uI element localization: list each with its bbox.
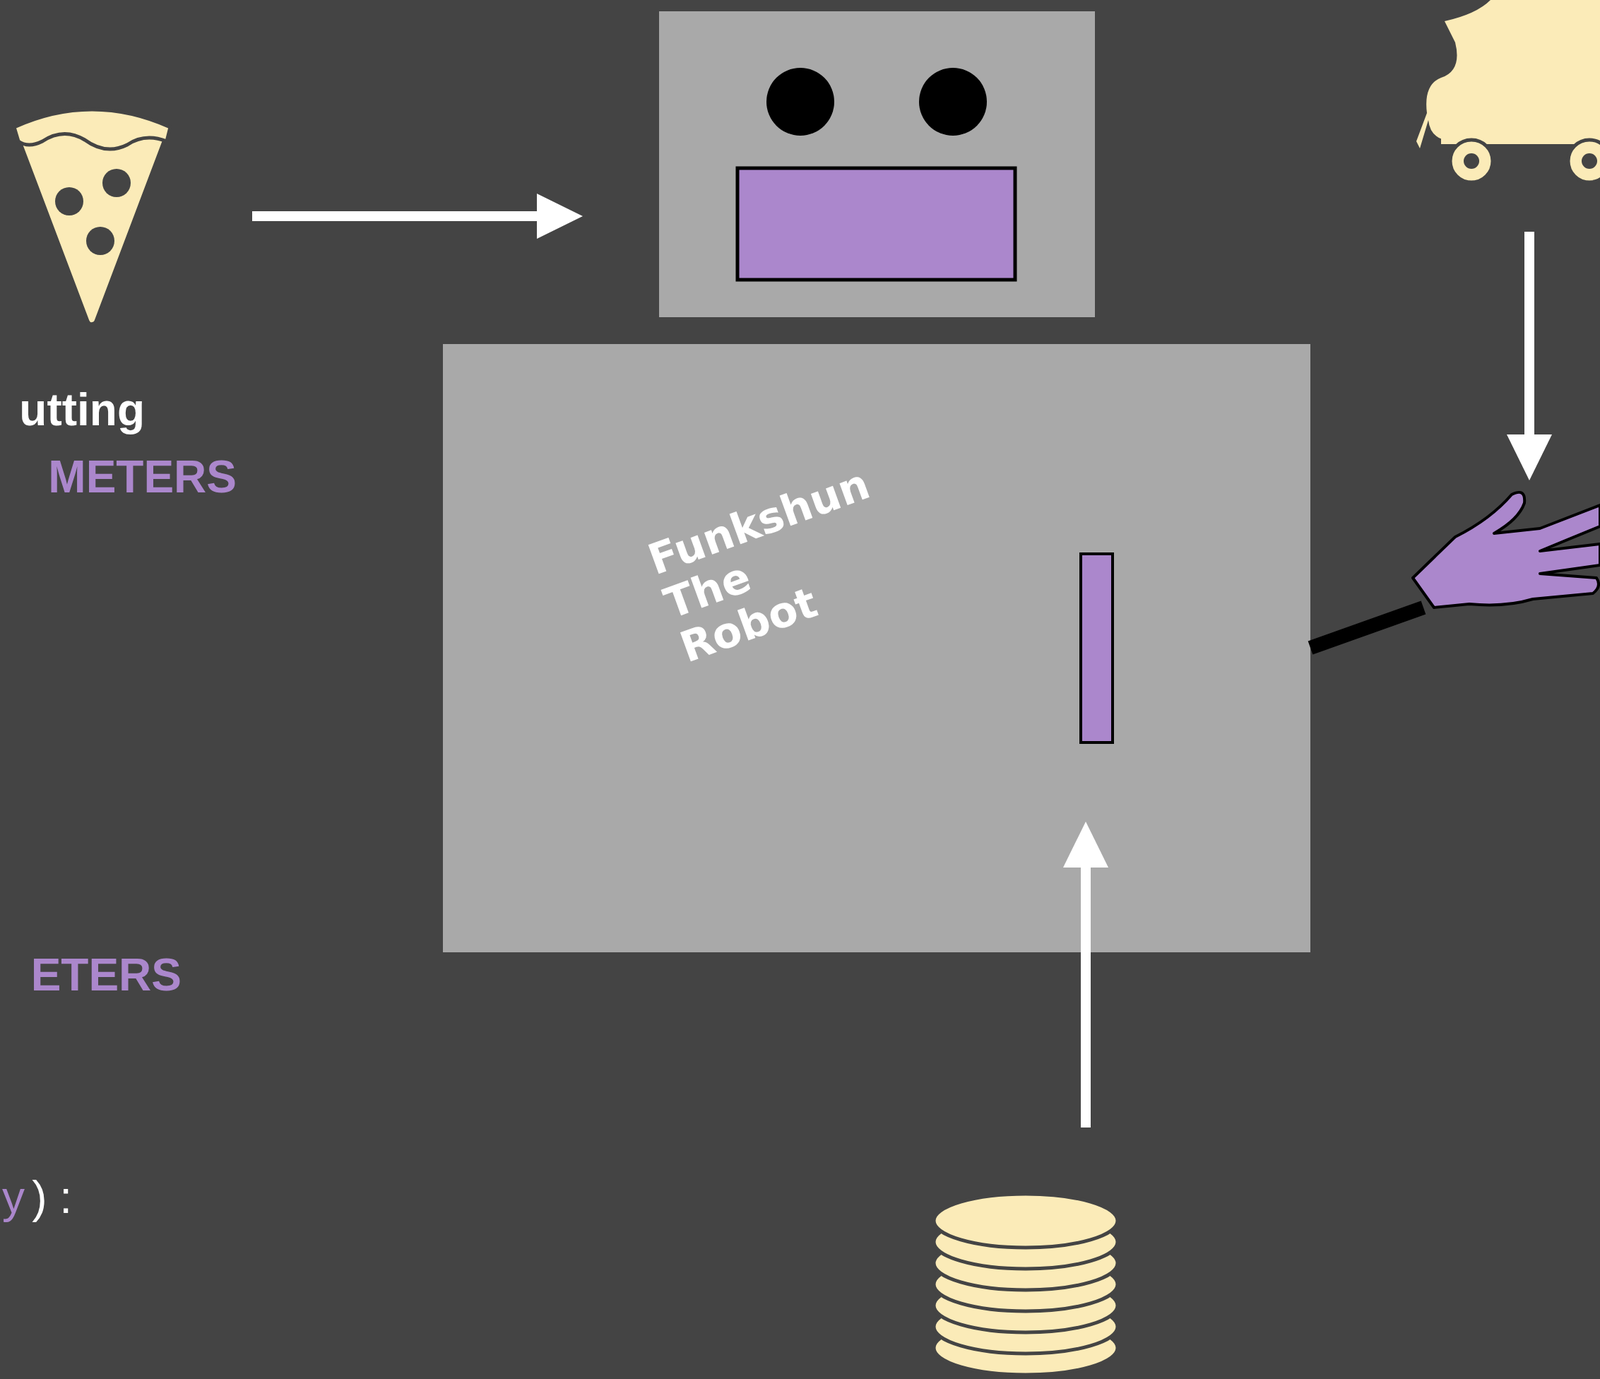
cut-off-heading: utting <box>19 384 145 435</box>
roller-skate-icon <box>1416 0 1600 183</box>
code-punctuation: ) : <box>31 1172 73 1223</box>
cut-off-keyword: METERS <box>48 452 237 502</box>
cut-off-keyword: ETERS <box>31 950 182 1000</box>
robot-body: Funkshun The Robot <box>442 344 1311 953</box>
coin-arrow <box>1063 821 1109 1128</box>
input-arrow <box>252 193 583 239</box>
code-parameter: y <box>2 1172 25 1223</box>
pizza-icon <box>14 109 171 320</box>
robot-head <box>659 11 1095 318</box>
robot-name: Funkshun The Robot <box>642 459 910 672</box>
coin-stack <box>933 1193 1118 1375</box>
robot-arm <box>1310 492 1600 648</box>
coin-slot <box>1080 553 1113 743</box>
output-arrow <box>1506 231 1552 481</box>
robot-body <box>442 344 1311 953</box>
